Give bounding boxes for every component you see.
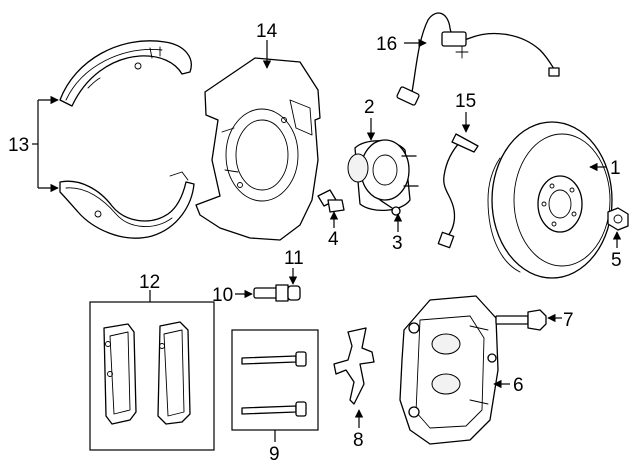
bleeder-screw [253,284,301,302]
callout-13: 13 [8,135,29,156]
brake-caliper [399,295,499,445]
callout-12: 12 [139,272,160,293]
callout-2: 2 [364,97,375,118]
callout-4: 4 [328,229,339,250]
callout-10: 10 [212,285,233,306]
anti-rattle-clip [333,327,375,405]
callout-6: 6 [513,375,524,396]
callout-3: 3 [392,233,403,254]
brake-pads-box [89,301,215,451]
callout-16: 16 [376,34,397,55]
hub-bearing [347,139,419,216]
abs-sensor [396,12,560,106]
parking-brake-shoes [32,40,195,239]
callout-11: 11 [284,248,304,269]
guide-pins [241,351,307,417]
hub-bolt [317,189,345,213]
callout-9: 9 [269,444,280,465]
brake-pads [103,321,191,425]
lug-nut [607,207,629,231]
dust-shield [195,57,321,241]
callout-8: 8 [353,430,364,451]
callout-14: 14 [256,21,278,42]
callout-15: 15 [455,91,476,112]
brake-hose [437,133,479,249]
callout-1: 1 [610,158,621,179]
callout-5: 5 [611,250,622,271]
caliper-bolt [495,309,547,331]
brake-rotor [487,121,613,279]
callout-7: 7 [563,310,574,331]
